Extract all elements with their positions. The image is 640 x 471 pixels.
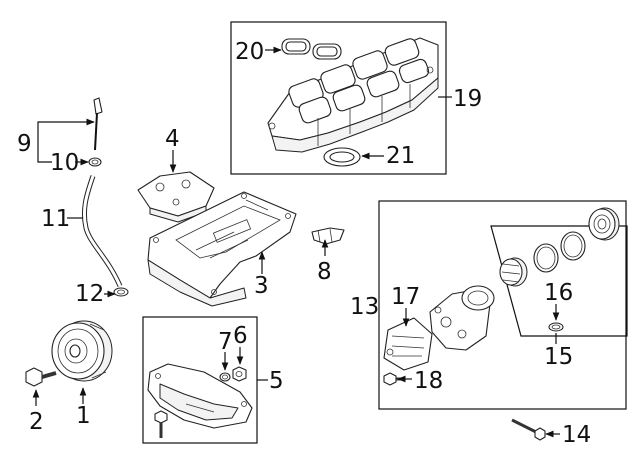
lower-oil-pan [147,363,253,429]
drain-plug [232,366,247,382]
dipstick-tube [81,175,123,287]
callout-1: 1 [76,403,91,429]
oil-filter-housing-box [378,200,627,410]
oil-cooler [383,317,433,371]
filter-cap-seal-large [560,231,586,261]
drain-washer [219,372,231,382]
filter-cap-seal-small [533,243,559,273]
callout-6: 6 [233,323,248,349]
pan-bolt [154,410,168,438]
oil-baffle [137,171,215,223]
intake-manifold [267,37,439,153]
callout-17: 17 [391,284,420,310]
callout-4: 4 [165,126,180,152]
oil-level-sensor [311,227,345,245]
throttle-gasket [323,147,361,167]
intake-gaskets [281,38,342,60]
callout-21: 21 [386,143,415,169]
filter-cap [588,207,620,241]
callout-13: 13 [350,294,379,320]
oil-filter-element [499,257,528,287]
upper-oil-pan [147,191,297,307]
oil-filter-element-box [490,225,628,337]
callout-15: 15 [544,344,573,370]
callout-2: 2 [29,409,44,435]
filter-o-ring [548,322,564,332]
dipstick-o-ring [88,157,102,167]
callout-7: 7 [218,329,233,355]
callout-18: 18 [414,368,443,394]
oil-dipstick [93,97,103,151]
filter-housing [429,285,495,351]
pulley-bolt [25,367,57,387]
callout-19: 19 [453,86,482,112]
callout-14: 14 [562,422,591,448]
callout-11: 11 [41,206,70,232]
callout-10: 10 [50,150,79,176]
intake-manifold-box [230,21,447,175]
callout-5: 5 [269,368,284,394]
tube-o-ring [113,287,129,297]
callout-3: 3 [254,273,269,299]
crankshaft-pulley [51,320,113,382]
callout-9: 9 [17,131,32,157]
callout-8: 8 [317,259,332,285]
callout-16: 16 [544,280,573,306]
callout-20: 20 [235,39,264,65]
long-bolt [511,418,546,441]
callout-12: 12 [75,281,104,307]
